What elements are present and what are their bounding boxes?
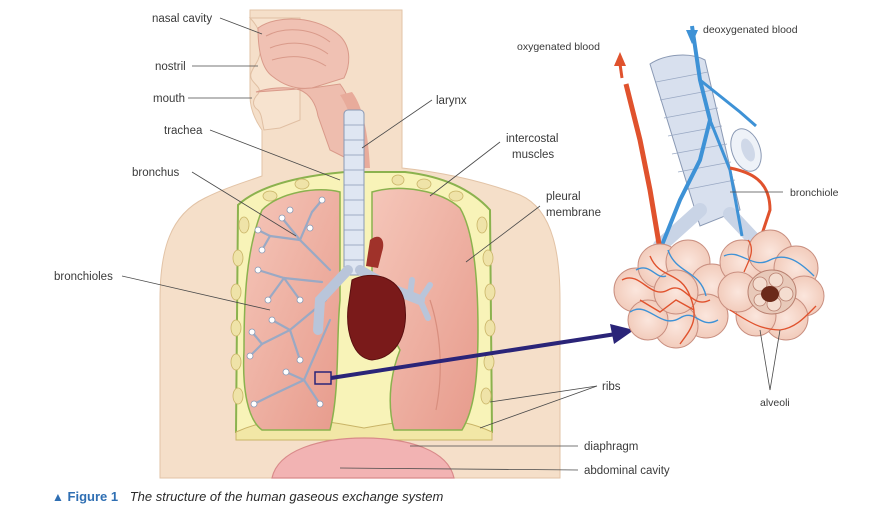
diagram-labels: nasal cavity nostril mouth trachea bronc… [54,13,839,477]
caption-text: The structure of the human gaseous excha… [129,489,444,504]
abdominal-cavity-shape [271,437,455,479]
caption-triangle-icon: ▲ [52,490,64,504]
label-bronchiole: bronchiole [790,187,839,199]
caption-figure-number: Figure 1 [67,489,119,504]
label-intercostal-line1: intercostal [506,133,558,145]
label-intercostal-line2: muscles [512,149,554,161]
leader-lines [121,17,783,471]
label-diaphragm: diaphragm [584,441,638,453]
zoom-arrow [330,332,617,380]
bronchiole-tips [246,196,326,408]
bronchiole-tree [248,198,332,406]
label-nasal-cavity: nasal cavity [152,13,212,25]
zoom-arrow-head [610,324,634,344]
label-bronchioles: bronchioles [54,271,113,283]
label-larynx: larynx [436,95,467,107]
capillary-network-left [621,249,719,345]
figure-caption: ▲ Figure 1 The structure of the human ga… [52,489,443,504]
label-mouth: mouth [153,93,185,105]
alveoli-inset [613,25,825,349]
alveolar-cluster-left [613,239,735,349]
label-ribs: ribs [602,381,621,393]
alveolar-section [747,269,797,315]
label-pleural-line1: pleural [546,191,581,203]
deoxygenated-arrow-icon [686,30,698,44]
label-oxygenated-blood: oxygenated blood [517,41,600,53]
label-abdominal-cavity: abdominal cavity [584,465,670,477]
heart [347,236,406,361]
label-trachea: trachea [164,125,203,137]
oxygenated-arrow-icon [614,52,626,66]
left-lung [242,189,341,431]
ribs-right [391,174,496,405]
label-alveoli: alveoli [760,397,790,409]
label-pleural-line2: membrane [546,207,601,219]
ribs-left [230,178,310,405]
label-bronchus: bronchus [132,167,180,179]
label-deoxygenated-blood: deoxygenated blood [703,24,798,36]
label-nostril: nostril [155,61,186,73]
